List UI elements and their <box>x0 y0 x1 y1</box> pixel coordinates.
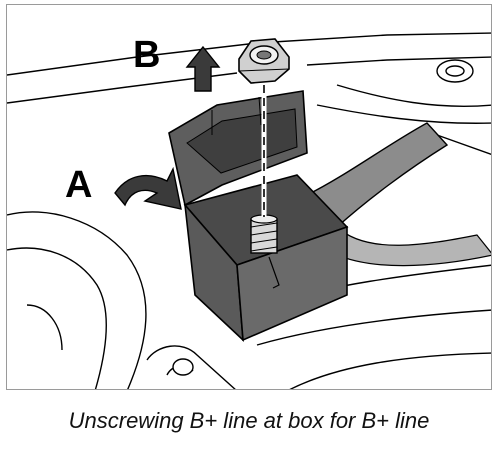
figure-caption: Unscrewing B+ line at box for B+ line <box>68 408 430 433</box>
illustration: B A <box>7 32 491 389</box>
callout-b: B <box>133 34 160 76</box>
arrow-b <box>185 45 221 92</box>
terminal-box <box>183 174 349 342</box>
threaded-stud <box>250 214 278 254</box>
engine-outline <box>7 32 491 389</box>
hex-nut <box>238 38 290 84</box>
hose <box>305 122 491 267</box>
illustration-frame: B A <box>6 4 492 390</box>
fitting-top-right <box>436 59 474 83</box>
box-lid <box>168 90 308 207</box>
arrow-a <box>114 166 182 210</box>
bottom-connector <box>146 345 236 389</box>
callout-a: A <box>65 164 92 206</box>
